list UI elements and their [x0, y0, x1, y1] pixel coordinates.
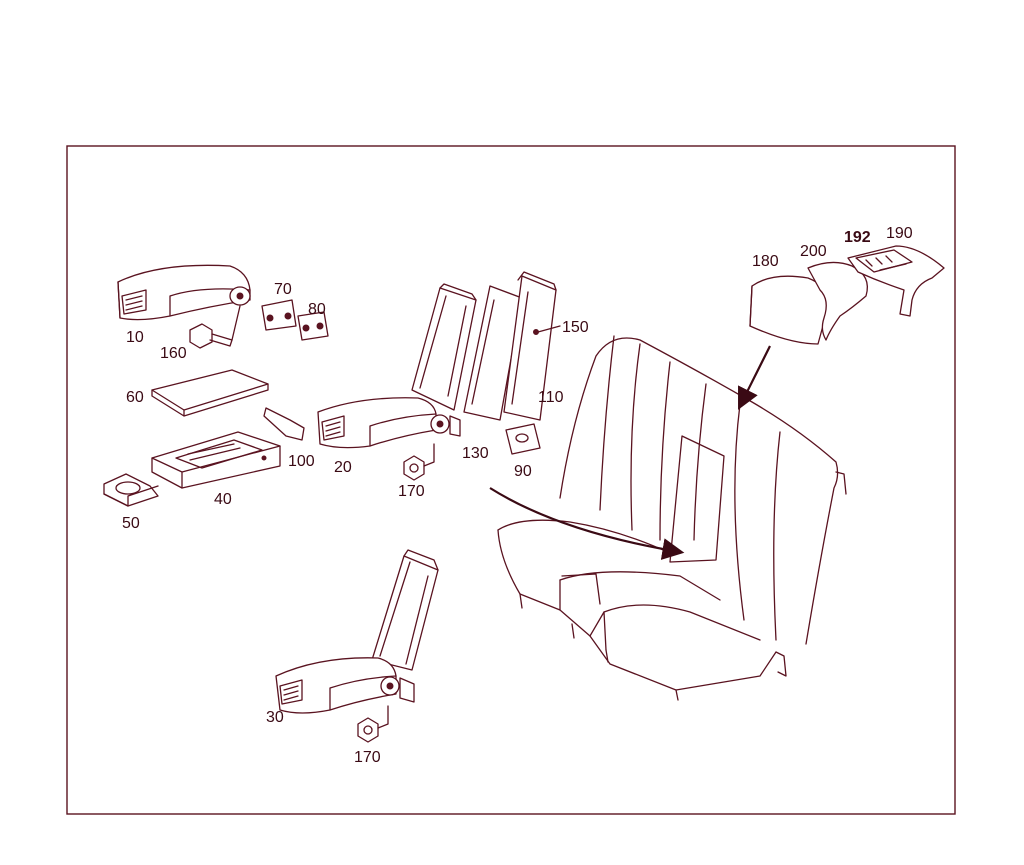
callout-30: 30 — [266, 709, 284, 726]
callout-200: 200 — [800, 243, 827, 260]
part-170-nut-upper[interactable] — [403, 443, 435, 481]
part-100-cover[interactable] — [263, 407, 305, 441]
part-190-housing[interactable] — [847, 245, 945, 317]
callout-110: 110 — [538, 389, 564, 406]
callout-192: 192 — [844, 229, 871, 246]
part-200-cover[interactable] — [807, 261, 869, 341]
leader-150 — [537, 325, 561, 333]
callout-50: 50 — [122, 515, 140, 532]
callout-20: 20 — [334, 459, 352, 476]
part-20-armrest-assembly[interactable] — [317, 283, 477, 449]
part-40-tray[interactable] — [151, 431, 281, 489]
assembly-arrow-right — [738, 345, 771, 410]
part-70-bracket[interactable] — [261, 299, 297, 331]
callout-170-lower: 170 — [354, 749, 381, 766]
callout-190: 190 — [886, 225, 913, 242]
callout-80: 80 — [308, 301, 326, 318]
callout-160: 160 — [160, 345, 187, 362]
part-110-panel[interactable] — [503, 271, 557, 421]
part-170-nut-lower[interactable] — [357, 705, 389, 743]
part-90-bracket[interactable] — [505, 423, 541, 455]
callout-90: 90 — [514, 463, 532, 480]
part-160-bolt[interactable] — [189, 305, 241, 349]
assembly-arrow-left — [489, 487, 685, 560]
diagram-frame — [66, 145, 956, 815]
callout-180: 180 — [752, 253, 779, 270]
part-50-cup-holder[interactable] — [103, 473, 159, 507]
callout-130: 130 — [462, 445, 489, 462]
callout-100: 100 — [288, 453, 315, 470]
callout-70: 70 — [274, 281, 292, 298]
part-30-armrest-assembly[interactable] — [275, 549, 439, 714]
callout-170-upper: 170 — [398, 483, 425, 500]
part-60-pad[interactable] — [151, 369, 269, 417]
callout-60: 60 — [126, 389, 144, 406]
part-10-armrest[interactable] — [117, 264, 251, 321]
callout-150: 150 — [562, 319, 589, 336]
callout-40: 40 — [214, 491, 232, 508]
callout-10: 10 — [126, 329, 144, 346]
part-80-bracket[interactable] — [297, 311, 329, 341]
